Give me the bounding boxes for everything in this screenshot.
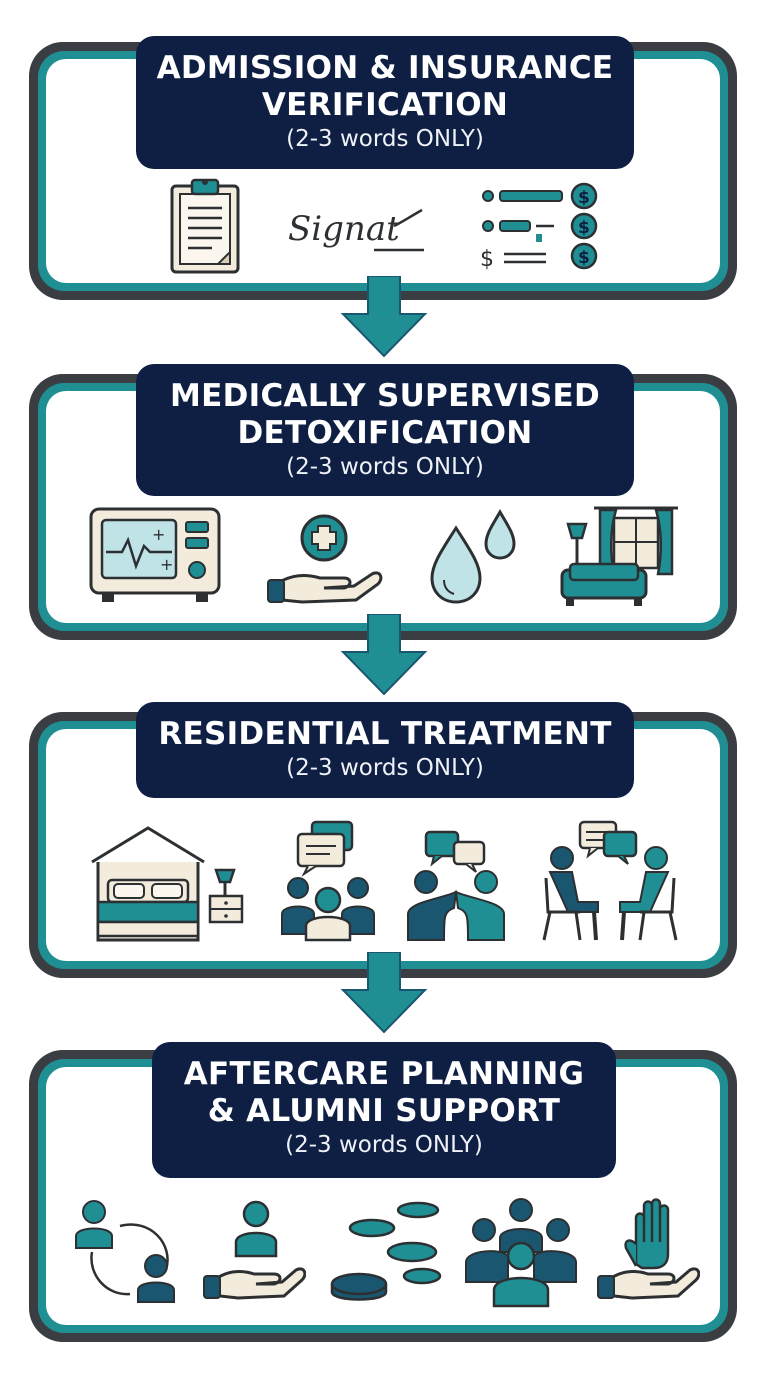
title-subtitle: (2-3 words ONLY) [285, 1132, 483, 1158]
heart-monitor-icon: + + [89, 507, 221, 602]
title-line: & ALUMNI SUPPORT [207, 1093, 561, 1129]
stage-admission-title: ADMISSION & INSURANCE VERIFICATION (2-3 … [136, 36, 634, 169]
title-line: MEDICALLY SUPERVISED [170, 378, 600, 414]
signature-icon: Signat [288, 208, 424, 252]
bedroom-icon [91, 826, 244, 942]
svg-text:$: $ [578, 248, 590, 268]
hand-raised-icon [597, 1198, 700, 1300]
title-line: RESIDENTIAL TREATMENT [158, 716, 612, 752]
coins-icon [330, 1201, 442, 1301]
group-chat-icon [281, 820, 375, 942]
counseling-session-icon [542, 820, 678, 941]
svg-text:$: $ [578, 218, 590, 238]
svg-text:+: + [152, 525, 165, 544]
title-line: DETOXIFICATION [237, 415, 533, 451]
water-drops-icon [430, 508, 516, 604]
flow-arrow [340, 952, 428, 1034]
stage-detox-title: MEDICALLY SUPERVISED DETOXIFICATION (2-3… [136, 364, 634, 496]
title-subtitle: (2-3 words ONLY) [286, 126, 484, 152]
flow-arrow [340, 614, 428, 696]
community-group-icon [465, 1198, 577, 1308]
svg-text:$: $ [578, 188, 590, 208]
stage-aftercare-title: AFTERCARE PLANNING & ALUMNI SUPPORT (2-3… [152, 1042, 616, 1178]
title-line: AFTERCARE PLANNING [183, 1056, 585, 1092]
svg-text:+: + [160, 555, 173, 574]
billing-list-icon: $ $ $ $ [480, 182, 598, 272]
title-line: ADMISSION & INSURANCE [156, 50, 614, 86]
billing-dollar: $ [480, 247, 494, 272]
living-room-icon [560, 506, 678, 606]
title-subtitle: (2-3 words ONLY) [286, 454, 484, 480]
stage-residential-title: RESIDENTIAL TREATMENT (2-3 words ONLY) [136, 702, 634, 798]
title-subtitle: (2-3 words ONLY) [286, 755, 484, 781]
flow-arrow [340, 276, 428, 358]
referral-cycle-icon [75, 1200, 175, 1303]
peer-support-icon [407, 830, 505, 941]
hand-medical-cross-icon [267, 514, 383, 604]
hand-person-icon [203, 1200, 306, 1300]
clipboard-icon [170, 178, 240, 274]
title-line: VERIFICATION [261, 87, 509, 123]
signature-text: Signat [288, 209, 400, 249]
